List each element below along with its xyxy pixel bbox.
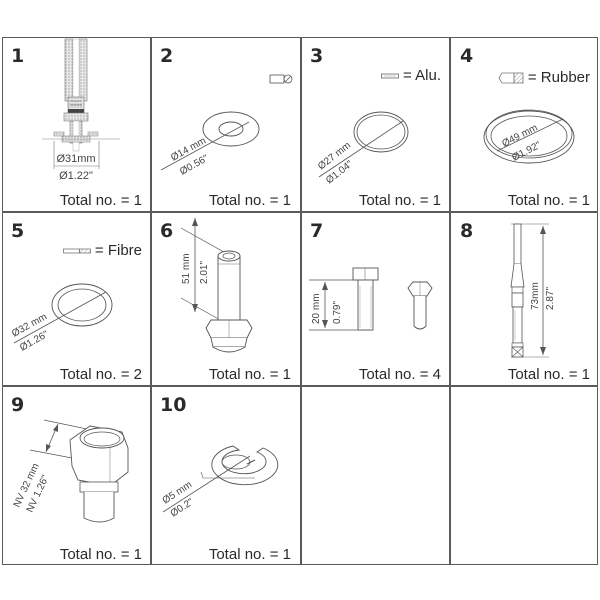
part-cell-8: 8 73mm 2.87" Total no. = 1 <box>451 212 598 385</box>
material-legend: = Fibre <box>62 242 142 259</box>
part-number: 5 <box>11 220 25 242</box>
rubber-section-icon <box>498 72 524 83</box>
split-washer-drawing: Ø5 mm Ø0.2" <box>161 445 279 520</box>
total-count: Total no. = 4 <box>358 366 441 383</box>
dimension-label: 73mm <box>530 282 541 310</box>
material-legend: = Rubber <box>498 69 590 86</box>
plunger-tube-drawing: 51 mm 2.01" <box>180 218 253 353</box>
total-count: Total no. = 1 <box>208 546 291 563</box>
dimension-label: 0.79" <box>332 301 343 324</box>
material-legend: = Alu. <box>381 67 441 84</box>
part-number: 9 <box>11 394 25 416</box>
grid-divider <box>300 37 302 565</box>
legend-label: = Alu. <box>403 67 441 84</box>
empty-cell <box>451 386 598 565</box>
grid-divider <box>449 37 451 565</box>
part-cell-9: 9 NV 32 mm NV 1.26" Total no. = 1 <box>2 386 150 565</box>
part-number: 2 <box>160 45 174 67</box>
legend-label: = Fibre <box>94 242 142 259</box>
grid-divider <box>2 211 598 213</box>
part-number: 1 <box>11 45 25 67</box>
total-count: Total no. = 1 <box>208 192 291 209</box>
section-icon <box>269 74 293 84</box>
part-number: 10 <box>160 394 187 416</box>
part-cell-1: 1 Ø31mm Ø1.22" Total no. = 1 <box>2 37 150 211</box>
dimension-label: 2.01" <box>199 261 210 284</box>
part-number: 3 <box>310 45 324 67</box>
hex-nut-adapter-drawing: NV 32 mm NV 1.26" <box>12 419 129 523</box>
fibre-section-icon <box>62 248 91 253</box>
part-number: 8 <box>460 220 474 242</box>
total-count: Total no. = 1 <box>208 366 291 383</box>
washer-drawing: Ø14 mm Ø0.56" <box>160 74 293 178</box>
part-number: 4 <box>460 45 474 67</box>
valve-cartridge-drawing: Ø31mm Ø1.22" <box>42 38 120 182</box>
total-count: Total no. = 1 <box>59 192 142 209</box>
part-cell-4: 4 = Rubber Ø49 mm Ø1.92" Total no. = 1 <box>451 37 598 211</box>
dimension-label: 20 mm <box>311 293 322 324</box>
total-count: Total no. = 1 <box>59 546 142 563</box>
legend-label: = Rubber <box>527 69 590 86</box>
part-cell-10: 10 Ø5 mm Ø0.2" Total no. = 1 <box>151 386 299 565</box>
alu-ring-drawing: Ø27 mm Ø1.04" <box>316 111 409 186</box>
fibre-washer-drawing: Ø32 mm Ø1.26" <box>10 283 113 354</box>
total-count: Total no. = 2 <box>59 366 142 383</box>
alu-section-icon <box>381 73 399 78</box>
empty-cell <box>301 386 449 565</box>
total-count: Total no. = 1 <box>507 192 590 209</box>
dimension-label: Ø1.22" <box>59 170 93 182</box>
part-cell-6: 6 51 mm 2.01" Total no. = 1 <box>151 212 299 385</box>
part-cell-5: 5 = Fibre Ø32 mm Ø1.26" Total no. = 2 <box>2 212 150 385</box>
part-number: 7 <box>310 220 324 242</box>
part-cell-3: 3 = Alu. Ø27 mm Ø1.04" Total no. = 1 <box>301 37 449 211</box>
pin-drawing: 73mm 2.87" <box>510 223 556 358</box>
grid-divider <box>150 37 152 565</box>
part-cell-7: 7 20 mm 0.79" Total no. = 4 <box>301 212 449 385</box>
dimension-label: 2.87" <box>545 287 556 310</box>
dimension-label: 51 mm <box>181 253 192 284</box>
grid-divider <box>2 385 598 387</box>
rubber-ring-drawing: Ø49 mm Ø1.92" <box>483 109 575 164</box>
part-number: 6 <box>160 220 174 242</box>
total-count: Total no. = 1 <box>358 192 441 209</box>
part-cell-2: 2 Ø14 mm Ø0.56" Total no. = 1 <box>151 37 299 211</box>
total-count: Total no. = 1 <box>507 366 590 383</box>
bolt-drawing: 20 mm 0.79" <box>309 267 433 331</box>
dimension-label: Ø31mm <box>56 153 95 165</box>
